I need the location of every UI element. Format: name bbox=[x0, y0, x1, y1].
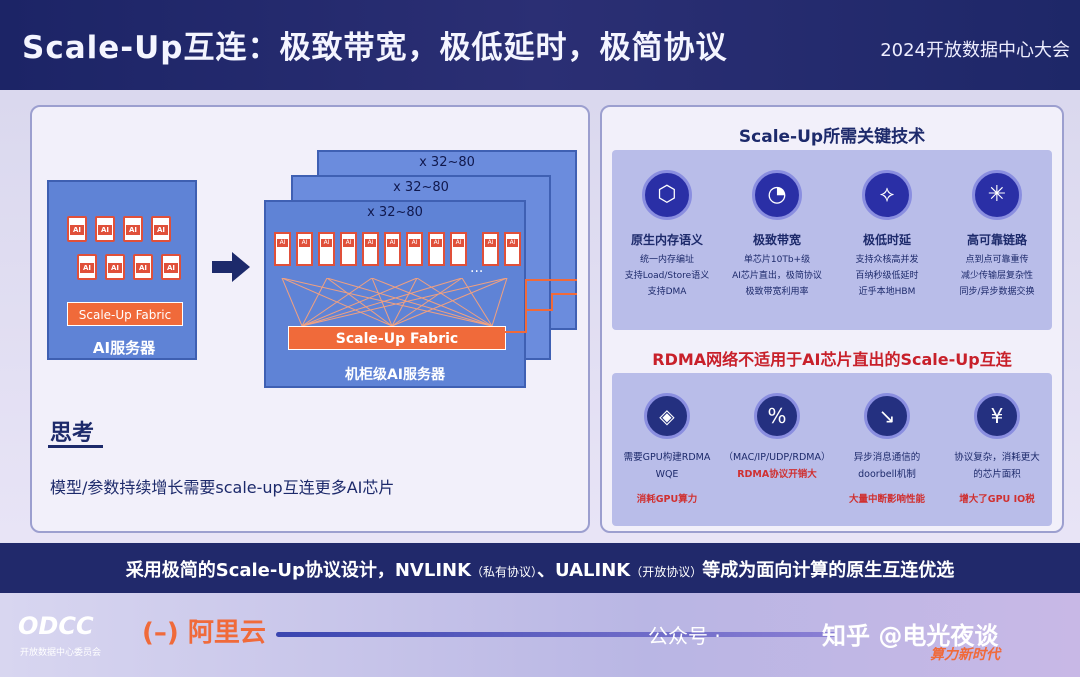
problem-impact: 消耗GPU算力 bbox=[636, 494, 698, 505]
rack-multiplier: x 32~80 bbox=[419, 155, 475, 170]
ai-chip: AI bbox=[318, 232, 335, 266]
problem-item: ¥ 协议复杂，消耗更大的芯片面积 增大了GPU IO税 bbox=[942, 393, 1052, 505]
ai-chip: AI bbox=[274, 232, 291, 266]
ai-chip: AI bbox=[504, 232, 521, 266]
doorbell-icon: ↘ bbox=[864, 393, 910, 439]
problem-item: % （MAC/IP/UDP/RDMA） RDMA协议开销大 bbox=[722, 393, 832, 491]
tech-desc: 统一内存编址支持Load/Store语义支持DMA bbox=[624, 255, 710, 297]
ai-chip: AI bbox=[105, 254, 125, 280]
memory-semantics-icon: ⬡ bbox=[642, 170, 692, 220]
tech-title: 原生内存语义 bbox=[630, 233, 703, 247]
ai-chip: AI bbox=[161, 254, 181, 280]
rack-server-block: x 32~80 AI AI AI AI AI AI AI AI AI ··· A… bbox=[264, 200, 526, 388]
tech-item: ✳ 高可靠链路 点到点可靠重传减少传输层复杂性同步/异步数据交换 bbox=[942, 170, 1052, 300]
tech-title: 极低时延 bbox=[862, 233, 911, 247]
ai-chip: AI bbox=[67, 216, 87, 242]
odcc-logo: ODCC bbox=[18, 612, 94, 640]
ai-chip: AI bbox=[362, 232, 379, 266]
tech-item: ⟡ 极低时延 支持众核高并发百纳秒级低延时近乎本地HBM bbox=[832, 170, 942, 300]
zhihu-watermark: 知乎 @电光夜谈 bbox=[822, 622, 999, 650]
think-heading: 思考 bbox=[50, 421, 95, 446]
tech-desc: 点到点可靠重传减少传输层复杂性同步/异步数据交换 bbox=[959, 255, 1035, 297]
ai-chip: AI bbox=[450, 232, 467, 266]
ellipsis: ··· bbox=[470, 264, 484, 280]
ai-chip: AI bbox=[428, 232, 445, 266]
slide-title: Scale-Up互连：极致带宽，极低延时，极简协议 bbox=[22, 30, 728, 66]
ai-server-block: AI AI AI AI AI AI AI AI Scale-Up Fabric … bbox=[47, 180, 197, 360]
protocol-overhead-icon: % bbox=[754, 393, 800, 439]
tech-item: ⬡ 原生内存语义 统一内存编址支持Load/Store语义支持DMA bbox=[612, 170, 722, 300]
ai-chip: AI bbox=[151, 216, 171, 242]
ai-chip: AI bbox=[77, 254, 97, 280]
right-arrow-icon bbox=[212, 252, 250, 282]
latency-icon: ⟡ bbox=[862, 170, 912, 220]
ai-chip: AI bbox=[406, 232, 423, 266]
ai-chip: AI bbox=[482, 232, 499, 266]
conclusion-text: 采用极简的Scale-Up协议设计，NVLINK（私有协议）、UALINK（开放… bbox=[125, 560, 955, 581]
ai-chip: AI bbox=[123, 216, 143, 242]
conclusion-banner: 采用极简的Scale-Up协议设计，NVLINK（私有协议）、UALINK（开放… bbox=[0, 543, 1080, 593]
rack-chip-row: AI AI AI AI AI AI AI AI AI ··· AI AI bbox=[272, 232, 522, 280]
key-tech-title: Scale-Up所需关键技术 bbox=[738, 127, 926, 147]
reliable-link-icon: ✳ bbox=[972, 170, 1022, 220]
rack-multiplier: x 32~80 bbox=[367, 205, 423, 220]
ai-chip: AI bbox=[340, 232, 357, 266]
problem-desc: 协议复杂，消耗更大的芯片面积 bbox=[954, 452, 1040, 480]
bandwidth-gauge-icon: ◔ bbox=[752, 170, 802, 220]
scale-up-fabric-large: Scale-Up Fabric bbox=[288, 326, 506, 350]
tech-title: 极致带宽 bbox=[752, 233, 801, 247]
aliyun-logo: (–) 阿里云 bbox=[142, 618, 266, 648]
ai-chip: AI bbox=[133, 254, 153, 280]
wechat-watermark: 公众号 · bbox=[648, 624, 721, 648]
event-name: 2024开放数据中心大会 bbox=[880, 40, 1070, 61]
tech-title: 高可靠链路 bbox=[966, 233, 1027, 247]
problem-impact: 大量中断影响性能 bbox=[848, 494, 925, 505]
ai-chip-grid: AI AI AI AI AI AI AI AI bbox=[63, 216, 185, 286]
ai-chip: AI bbox=[95, 216, 115, 242]
footer-slogan: 算力新时代 bbox=[930, 647, 1000, 663]
think-body: 模型/参数持续增长需要scale-up互连更多AI芯片 bbox=[50, 478, 395, 497]
odcc-subtitle: 开放数据中心委员会 bbox=[20, 648, 102, 658]
rack-multiplier: x 32~80 bbox=[393, 180, 449, 195]
key-tech-box: ⬡ 原生内存语义 统一内存编址支持Load/Store语义支持DMA ◔ 极致带… bbox=[612, 150, 1052, 330]
rack-server-label: 机柜级AI服务器 bbox=[344, 367, 446, 383]
footer-line bbox=[276, 632, 836, 637]
ai-chip: AI bbox=[296, 232, 313, 266]
tech-desc: 支持众核高并发百纳秒级低延时近乎本地HBM bbox=[855, 255, 919, 297]
header-bar: Scale-Up互连：极致带宽，极低延时，极简协议 2024开放数据中心大会 bbox=[0, 0, 1080, 90]
rdma-heading: RDMA网络不适用于AI芯片直出的Scale-Up互连 bbox=[652, 350, 1012, 369]
problem-impact: 增大了GPU IO税 bbox=[959, 494, 1035, 505]
interconnect-mesh bbox=[281, 278, 508, 327]
cost-icon: ¥ bbox=[974, 393, 1020, 439]
ai-chip: AI bbox=[384, 232, 401, 266]
gpu-chip-icon: ◈ bbox=[644, 393, 690, 439]
scale-up-fabric-small: Scale-Up Fabric bbox=[67, 302, 183, 326]
think-underline bbox=[48, 445, 103, 448]
problem-desc: （MAC/IP/UDP/RDMA） RDMA协议开销大 bbox=[723, 452, 831, 480]
rack-link-lines bbox=[500, 279, 577, 333]
ai-server-label: AI服务器 bbox=[92, 339, 156, 357]
